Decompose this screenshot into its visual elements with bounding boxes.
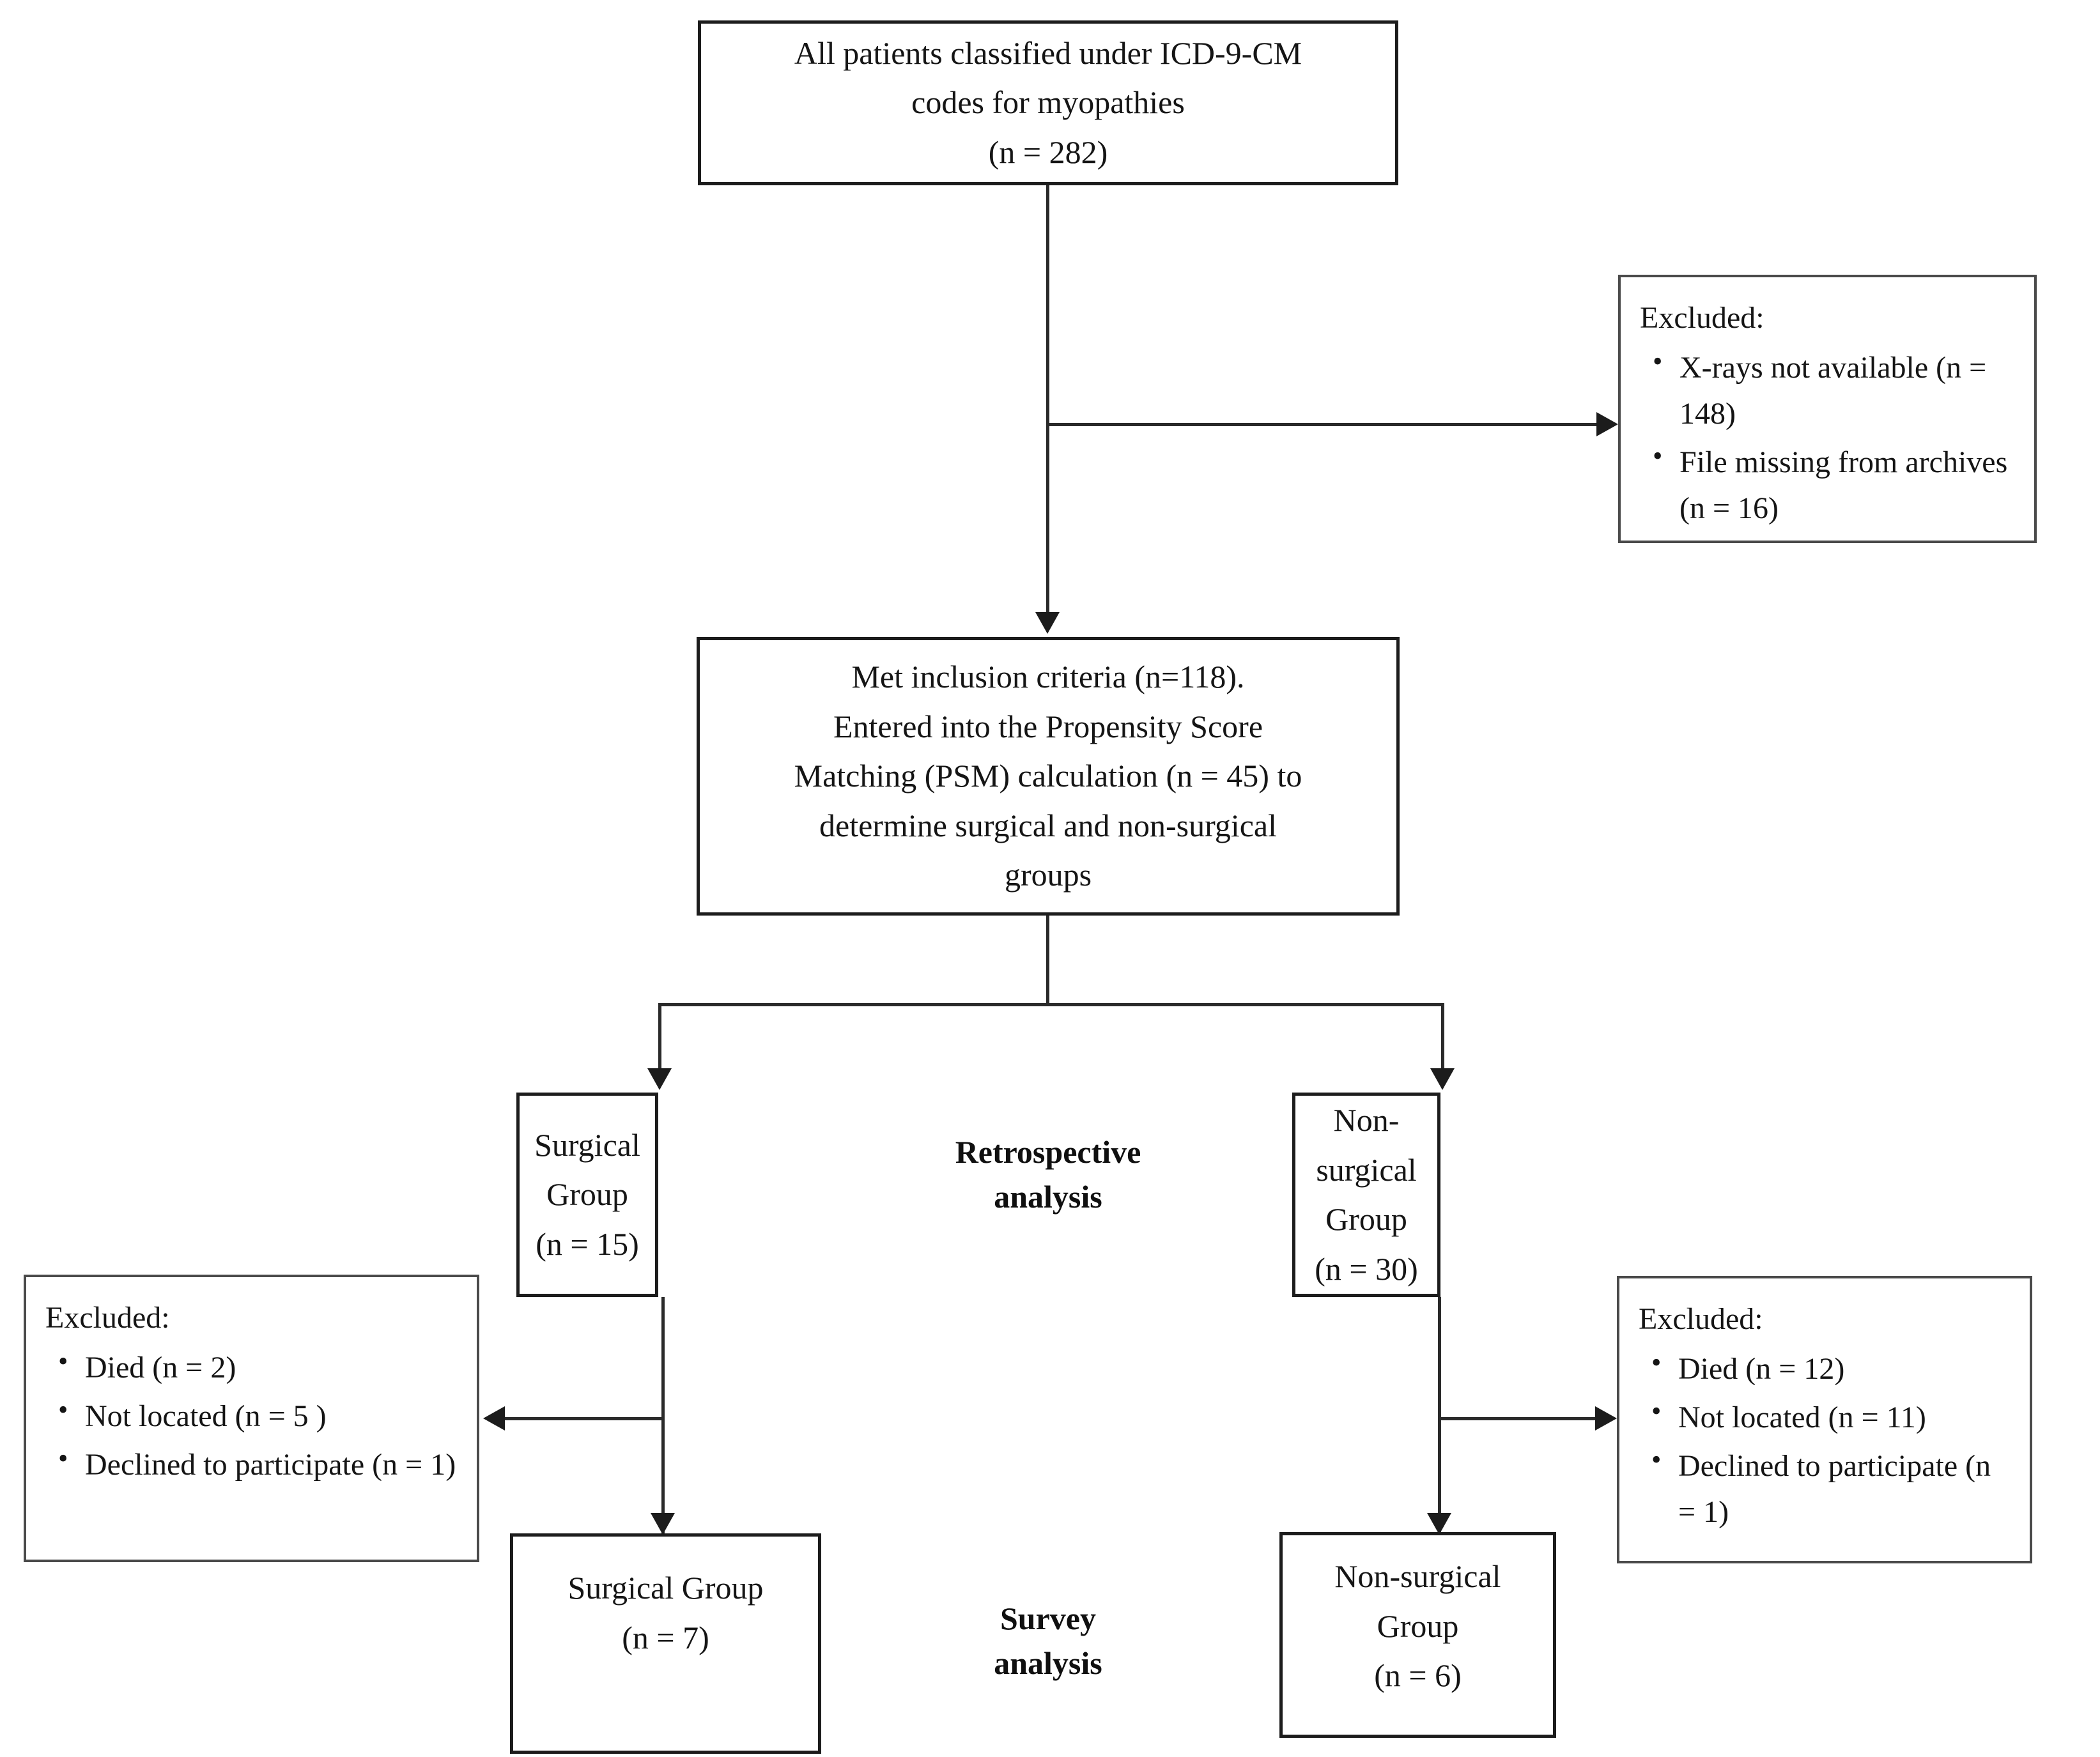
connector-to-excluded-surgical bbox=[505, 1417, 663, 1420]
surgical-survey-line-1: Surgical Group bbox=[567, 1570, 764, 1606]
node-surgical-survey: Surgical Group (n = 7) bbox=[510, 1533, 821, 1754]
nonsurgical-survey-line-1: Non-surgical bbox=[1334, 1558, 1501, 1594]
inclusion-psm-line-4: determine surgical and non-surgical bbox=[819, 807, 1277, 843]
nonsurgical-retro-line-3: (n = 30) bbox=[1315, 1250, 1418, 1287]
node-surgical-retro: Surgical Group (n = 15) bbox=[516, 1093, 658, 1297]
nonsurgical-retro-line-1: Non-surgical bbox=[1316, 1102, 1417, 1188]
connector-to-excluded-records bbox=[1048, 423, 1602, 426]
arrowhead-into-nonsurgical-survey bbox=[1427, 1513, 1451, 1535]
connector-split-bar bbox=[658, 1003, 1444, 1006]
retrospective-label-line-1: Retrospective bbox=[955, 1134, 1141, 1170]
excluded-records-heading: Excluded: bbox=[1640, 301, 1764, 335]
inclusion-psm-line-1: Met inclusion criteria (n=118). bbox=[851, 659, 1245, 695]
excluded-surgical-list: Died (n = 2) Not located (n = 5 ) Declin… bbox=[45, 1344, 463, 1488]
excluded-surgical-heading: Excluded: bbox=[45, 1301, 170, 1335]
list-item: Died (n = 12) bbox=[1651, 1345, 2016, 1392]
list-item: Not located (n = 5 ) bbox=[58, 1392, 463, 1439]
node-source-cohort: All patients classified under ICD-9-CM c… bbox=[698, 20, 1398, 185]
arrowhead-into-excluded-nonsurgical bbox=[1595, 1406, 1617, 1431]
label-retrospective-analysis: Retrospective analysis bbox=[856, 1130, 1240, 1219]
arrowhead-into-excluded-surgical bbox=[483, 1406, 505, 1431]
nonsurgical-retro-line-2: Group bbox=[1325, 1201, 1407, 1237]
node-nonsurgical-survey: Non-surgical Group (n = 6) bbox=[1279, 1532, 1556, 1738]
surgical-survey-line-2: (n = 7) bbox=[622, 1619, 709, 1655]
connector-inclusion-stem bbox=[1046, 916, 1049, 1005]
source-cohort-line-2: codes for myopathies bbox=[911, 84, 1185, 121]
arrowhead-into-surgical-survey bbox=[651, 1513, 675, 1535]
list-item: Declined to participate (n = 1) bbox=[58, 1441, 463, 1488]
surgical-retro-line-2: Group bbox=[546, 1176, 628, 1213]
connector-nonsurgical-retro-to-survey bbox=[1438, 1297, 1441, 1533]
retrospective-label-line-2: analysis bbox=[994, 1179, 1102, 1215]
list-item: File missing from archives (n = 16) bbox=[1653, 438, 2020, 532]
list-item: Died (n = 2) bbox=[58, 1344, 463, 1391]
arrowhead-into-surgical-retro bbox=[647, 1068, 672, 1090]
source-cohort-line-3: (n = 282) bbox=[988, 134, 1108, 170]
nonsurgical-survey-line-3: (n = 6) bbox=[1374, 1657, 1462, 1693]
arrowhead-into-excluded-records bbox=[1596, 412, 1618, 436]
source-cohort-line-1: All patients classified under ICD-9-CM bbox=[794, 35, 1302, 71]
connector-split-right-drop bbox=[1441, 1003, 1444, 1070]
connector-split-left-drop bbox=[658, 1003, 661, 1070]
node-inclusion-psm: Met inclusion criteria (n=118). Entered … bbox=[697, 637, 1400, 916]
label-survey-analysis: Survey analysis bbox=[882, 1596, 1214, 1685]
arrowhead-into-nonsurgical-retro bbox=[1430, 1068, 1455, 1090]
node-excluded-surgical: Excluded: Died (n = 2) Not located (n = … bbox=[24, 1275, 479, 1562]
node-nonsurgical-retro: Non-surgical Group (n = 30) bbox=[1292, 1093, 1440, 1297]
excluded-nonsurgical-list: Died (n = 12) Not located (n = 11) Decli… bbox=[1639, 1345, 2016, 1535]
arrowhead-into-inclusion bbox=[1035, 612, 1060, 634]
nonsurgical-survey-line-2: Group bbox=[1377, 1607, 1459, 1644]
list-item: Declined to participate (n = 1) bbox=[1651, 1442, 2016, 1535]
surgical-retro-line-3: (n = 15) bbox=[536, 1225, 639, 1262]
surgical-retro-line-1: Surgical bbox=[534, 1126, 640, 1163]
survey-label-line-1: Survey bbox=[1000, 1600, 1096, 1636]
inclusion-psm-line-5: groups bbox=[1004, 857, 1092, 893]
excluded-records-list: X-rays not available (n = 148) File miss… bbox=[1640, 344, 2020, 532]
excluded-nonsurgical-heading: Excluded: bbox=[1639, 1302, 1763, 1336]
survey-label-line-2: analysis bbox=[994, 1645, 1102, 1681]
connector-surgical-retro-to-survey bbox=[661, 1297, 665, 1533]
connector-to-excluded-nonsurgical bbox=[1439, 1417, 1598, 1420]
connector-source-to-inclusion bbox=[1046, 185, 1049, 613]
list-item: X-rays not available (n = 148) bbox=[1653, 344, 2020, 437]
inclusion-psm-line-2: Entered into the Propensity Score bbox=[833, 708, 1263, 744]
inclusion-psm-line-3: Matching (PSM) calculation (n = 45) to bbox=[794, 758, 1302, 794]
list-item: Not located (n = 11) bbox=[1651, 1393, 2016, 1441]
node-excluded-records: Excluded: X-rays not available (n = 148)… bbox=[1618, 275, 2037, 543]
node-excluded-nonsurgical: Excluded: Died (n = 12) Not located (n =… bbox=[1617, 1276, 2032, 1563]
